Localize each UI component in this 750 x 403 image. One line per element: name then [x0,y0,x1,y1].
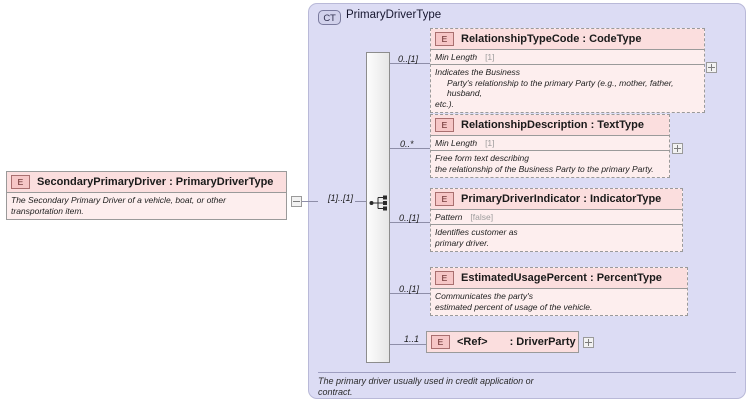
cardinality-child-2: 0..* [400,139,414,149]
cardinality-child-5: 1..1 [404,334,420,344]
connector-child-1 [390,63,430,64]
root-element-documentation: The Secondary Primary Driver of a vehicl… [7,192,286,219]
cardinality-root: [1]..[1] [328,193,354,203]
element-facet-2: Min Length [1] [431,135,669,150]
element-header-1: E RelationshipTypeCode : CodeType [431,29,704,49]
root-element-header: E SecondaryPrimaryDriver : PrimaryDriver… [7,172,286,192]
complex-type-annotation-line-1: The primary driver usually used in credi… [318,376,534,386]
element-badge-icon: E [435,192,454,206]
root-element-box[interactable]: E SecondaryPrimaryDriver : PrimaryDriver… [6,171,287,220]
cardinality-child-4: 0..[1] [399,284,420,294]
connector-root-to-sequence-2 [355,201,367,202]
element-doc-1-line-3: etc.). [435,98,454,109]
complex-type-badge: CT [318,10,341,25]
facet-value-3: [false] [470,212,494,222]
element-doc-4: Communicates the party's estimated perce… [431,288,687,315]
element-doc-1-line-1: Indicates the Business [435,67,521,77]
complex-type-annotation-line-2: contract. [318,387,353,397]
connector-child-3 [390,222,430,223]
element-title-3: PrimaryDriverIndicator : IndicatorType [461,193,662,205]
connector-child-4 [390,293,430,294]
element-badge-icon: E [435,271,454,285]
ref-type: : DriverParty [509,336,576,348]
sequence-icon[interactable] [369,195,391,211]
element-header-5: E <Ref> : DriverParty [427,332,578,352]
element-doc-4-line-2: estimated percent of usage of the vehicl… [435,301,593,312]
element-title-4: EstimatedUsagePercent : PercentType [461,272,662,284]
root-doc-line-2: transportation item. [11,205,84,216]
complex-type-annotation: The primary driver usually used in credi… [318,372,736,398]
connector-child-2 [390,148,430,149]
element-facet-3: Pattern [false] [431,209,682,224]
element-box-estimated-usage-percent[interactable]: E EstimatedUsagePercent : PercentType Co… [430,267,688,316]
element-doc-3-line-2: primary driver. [435,237,489,248]
element-header-4: E EstimatedUsagePercent : PercentType [431,268,687,288]
facet-value-1: [1] [485,52,495,62]
facet-name-3: Pattern [435,212,463,222]
element-box-ref-driver-party[interactable]: E <Ref> : DriverParty [426,331,579,353]
ref-label: <Ref> [457,336,488,348]
element-box-relationship-type-code[interactable]: E RelationshipTypeCode : CodeType Min Le… [430,28,705,113]
collapse-toggle-root[interactable] [291,196,302,207]
element-facet-1: Min Length [1] [431,49,704,64]
root-doc-line-1: The Secondary Primary Driver of a vehicl… [11,195,226,205]
element-header-2: E RelationshipDescription : TextType [431,115,669,135]
element-doc-3: Identifies customer as primary driver. [431,224,682,251]
element-doc-2: Free form text describing the relationsh… [431,150,669,177]
element-doc-2-line-2: the relationship of the Business Party t… [435,163,654,174]
connector-child-5 [390,344,426,345]
expand-toggle-relationship-type-code[interactable] [706,62,717,73]
connector-root-to-sequence [302,201,318,202]
complex-type-title: PrimaryDriverType [346,9,442,21]
facet-value-2: [1] [485,138,495,148]
element-badge-icon: E [431,335,450,349]
element-box-primary-driver-indicator[interactable]: E PrimaryDriverIndicator : IndicatorType… [430,188,683,252]
element-doc-4-line-1: Communicates the party's [435,291,533,301]
element-badge-icon: E [435,32,454,46]
element-header-3: E PrimaryDriverIndicator : IndicatorType [431,189,682,209]
facet-name-2: Min Length [435,138,478,148]
root-element-title: SecondaryPrimaryDriver : PrimaryDriverTy… [37,176,274,188]
element-badge-icon: E [435,118,454,132]
cardinality-child-1: 0..[1] [398,54,419,64]
element-doc-1: Indicates the Business Party's relations… [431,64,704,112]
element-title-5: <Ref> : DriverParty [457,336,576,348]
element-title-1: RelationshipTypeCode : CodeType [461,33,642,45]
element-badge-icon: E [11,175,30,189]
cardinality-child-3: 0..[1] [399,213,420,223]
facet-name-1: Min Length [435,52,478,62]
expand-toggle-ref-driver-party[interactable] [583,337,594,348]
element-box-relationship-description[interactable]: E RelationshipDescription : TextType Min… [430,114,670,178]
element-doc-2-line-1: Free form text describing [435,153,530,163]
element-doc-1-line-2: Party's relationship to the primary Part… [447,77,674,99]
expand-toggle-relationship-description[interactable] [672,143,683,154]
element-doc-3-line-1: Identifies customer as [435,227,518,237]
element-title-2: RelationshipDescription : TextType [461,119,644,131]
